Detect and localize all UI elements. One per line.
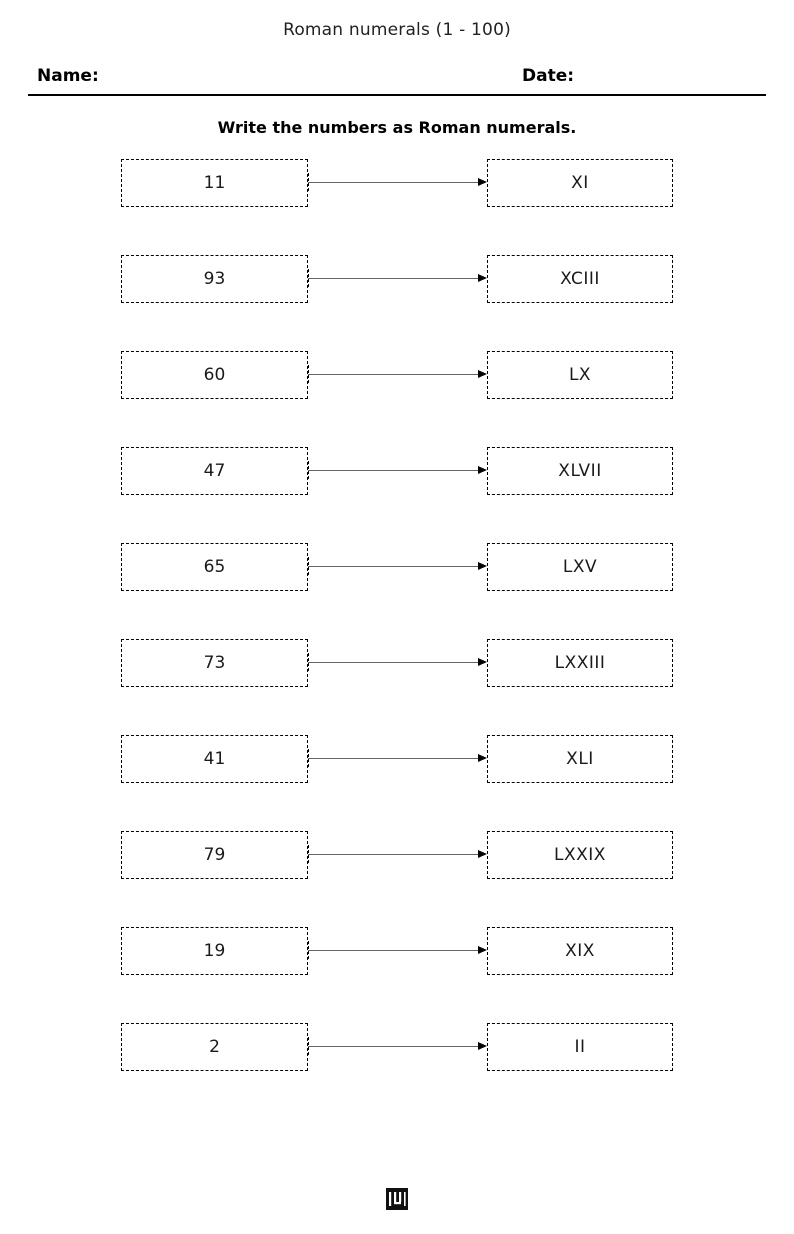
problem-row: 73 LXXIII bbox=[0, 639, 794, 687]
question-box[interactable]: 2 bbox=[121, 1023, 308, 1071]
arrow-icon bbox=[308, 845, 488, 863]
arrow-icon bbox=[308, 941, 488, 959]
problem-row: 2 II bbox=[0, 1023, 794, 1071]
problem-row: 79 LXXIX bbox=[0, 831, 794, 879]
arrow-icon bbox=[308, 173, 488, 191]
problem-row: 60 LX bbox=[0, 351, 794, 399]
arrow-head bbox=[478, 370, 487, 378]
arrow-line bbox=[308, 182, 480, 183]
arrow-line bbox=[308, 1046, 480, 1047]
arrow-line bbox=[308, 566, 480, 567]
answer-box[interactable]: LXV bbox=[487, 543, 673, 591]
answer-box[interactable]: XCIII bbox=[487, 255, 673, 303]
arrow-head bbox=[478, 466, 487, 474]
instruction-text: Write the numbers as Roman numerals. bbox=[217, 118, 577, 137]
answer-box[interactable]: LXXIII bbox=[487, 639, 673, 687]
name-date-row: Name: Date: bbox=[28, 66, 766, 96]
problem-row: 11 XI bbox=[0, 159, 794, 207]
arrow-line bbox=[308, 854, 480, 855]
arrow-head bbox=[478, 178, 487, 186]
problem-row: 47 XLVII bbox=[0, 447, 794, 495]
arrow-line bbox=[308, 470, 480, 471]
arrow-icon bbox=[308, 1037, 488, 1055]
answer-box[interactable]: LX bbox=[487, 351, 673, 399]
name-date-rule bbox=[28, 94, 766, 96]
answer-box[interactable]: II bbox=[487, 1023, 673, 1071]
arrow-head bbox=[478, 850, 487, 858]
question-box[interactable]: 41 bbox=[121, 735, 308, 783]
answer-box[interactable]: XIX bbox=[487, 927, 673, 975]
arrow-line bbox=[308, 662, 480, 663]
question-box[interactable]: 47 bbox=[121, 447, 308, 495]
arrow-line bbox=[308, 278, 480, 279]
publisher-logo-icon bbox=[386, 1188, 408, 1210]
question-box[interactable]: 19 bbox=[121, 927, 308, 975]
arrow-icon bbox=[308, 653, 488, 671]
arrow-head bbox=[478, 562, 487, 570]
date-label: Date: bbox=[522, 66, 575, 86]
answer-box[interactable]: XLVII bbox=[487, 447, 673, 495]
question-box[interactable]: 65 bbox=[121, 543, 308, 591]
answer-box[interactable]: LXXIX bbox=[487, 831, 673, 879]
answer-box[interactable]: XLI bbox=[487, 735, 673, 783]
arrow-line bbox=[308, 758, 480, 759]
arrow-head bbox=[478, 754, 487, 762]
problem-row: 65 LXV bbox=[0, 543, 794, 591]
arrow-line bbox=[308, 950, 480, 951]
page-title: Roman numerals (1 - 100) bbox=[283, 20, 511, 40]
problem-row: 41 XLI bbox=[0, 735, 794, 783]
question-box[interactable]: 73 bbox=[121, 639, 308, 687]
answer-box[interactable]: XI bbox=[487, 159, 673, 207]
question-box[interactable]: 11 bbox=[121, 159, 308, 207]
question-box[interactable]: 79 bbox=[121, 831, 308, 879]
arrow-head bbox=[478, 274, 487, 282]
question-box[interactable]: 60 bbox=[121, 351, 308, 399]
arrow-icon bbox=[308, 365, 488, 383]
arrow-line bbox=[308, 374, 480, 375]
problem-row: 19 XIX bbox=[0, 927, 794, 975]
arrow-icon bbox=[308, 461, 488, 479]
arrow-head bbox=[478, 658, 487, 666]
name-label: Name: bbox=[37, 66, 99, 86]
question-box[interactable]: 93 bbox=[121, 255, 308, 303]
arrow-head bbox=[478, 946, 487, 954]
arrow-head bbox=[478, 1042, 487, 1050]
problem-list: 11 XI 93 XCIII 60 bbox=[0, 159, 794, 1119]
arrow-icon bbox=[308, 749, 488, 767]
problem-row: 93 XCIII bbox=[0, 255, 794, 303]
arrow-icon bbox=[308, 269, 488, 287]
arrow-icon bbox=[308, 557, 488, 575]
